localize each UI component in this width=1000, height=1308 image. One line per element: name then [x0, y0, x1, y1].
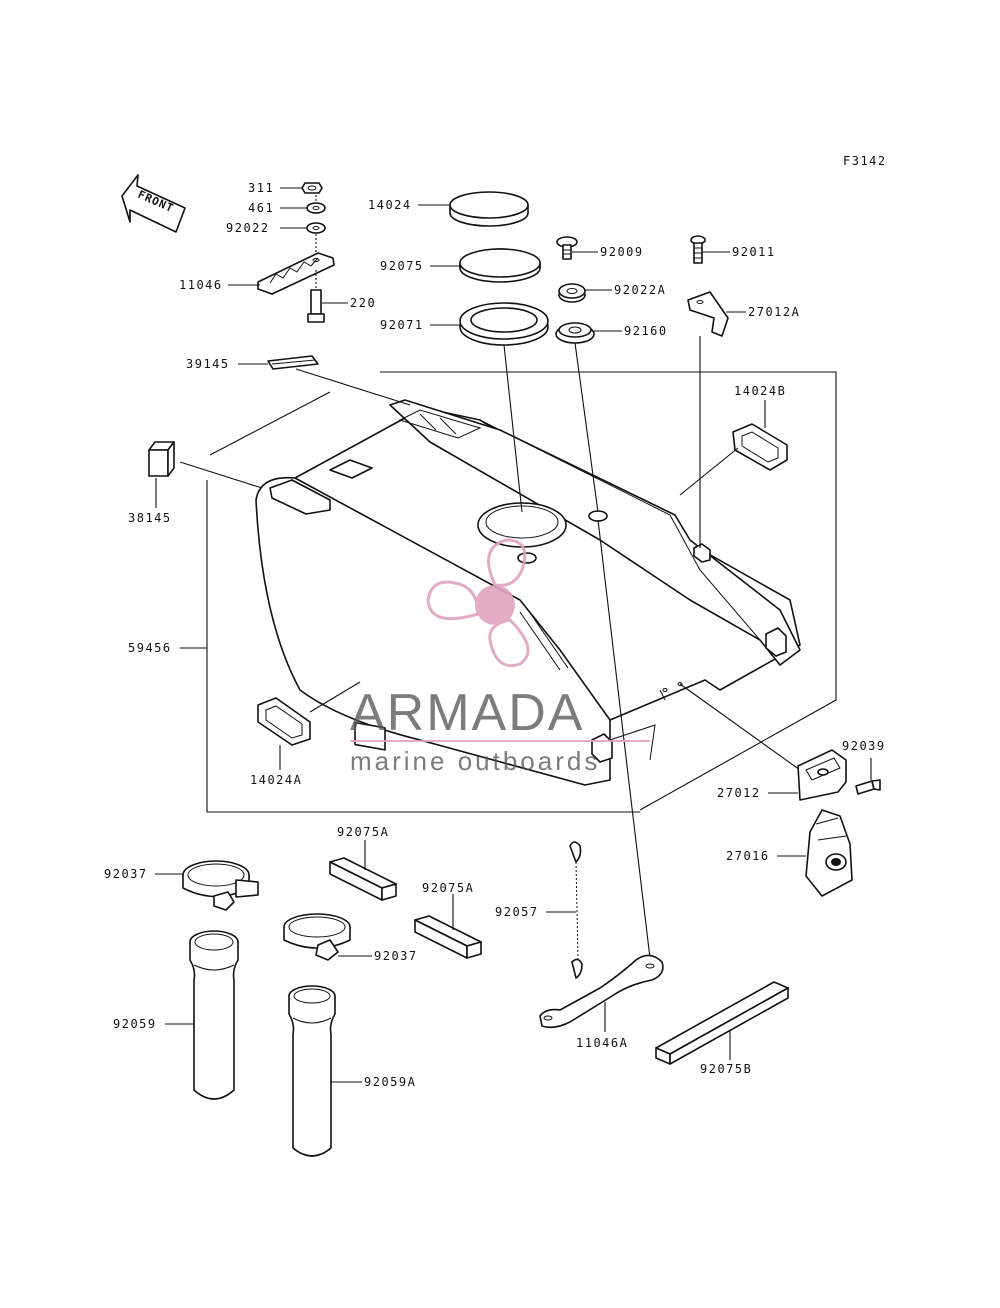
hose-92059 — [189, 930, 239, 1100]
washer-461 — [306, 202, 326, 214]
label-27016: 27016 — [726, 849, 770, 863]
label-92059: 92059 — [113, 1017, 157, 1031]
cap-14024 — [449, 191, 529, 227]
hood-59456 — [206, 371, 837, 813]
watermark: ARMADA marine outboards — [350, 538, 650, 776]
strip-92075A-upper — [329, 857, 397, 901]
bolt-220 — [307, 289, 325, 323]
bracket-11046 — [257, 252, 335, 295]
label-27012: 27012 — [717, 786, 761, 800]
front-arrow-icon: FRONT — [121, 174, 186, 233]
label-92057: 92057 — [495, 905, 539, 919]
label-461: 461 — [248, 201, 274, 215]
label-92037-right: 92037 — [374, 949, 418, 963]
label-92160: 92160 — [624, 324, 668, 338]
label-92059A: 92059A — [364, 1075, 416, 1089]
watermark-brand: ARMADA — [350, 684, 584, 742]
strip-92075B — [655, 981, 789, 1065]
strip-92075A-lower — [414, 915, 482, 959]
label-92039: 92039 — [842, 739, 886, 753]
clip-27012A — [687, 291, 729, 337]
hose-92059A — [288, 985, 336, 1157]
pin-92039 — [855, 758, 881, 795]
figure-code: F3142 — [843, 154, 887, 168]
label-27012A: 27012A — [748, 305, 800, 319]
label-92011: 92011 — [732, 245, 776, 259]
grommet-14024A — [257, 697, 311, 746]
screw-92009 — [556, 236, 578, 260]
label-92075B: 92075B — [700, 1062, 752, 1076]
label-14024B: 14024B — [734, 384, 786, 398]
grommet-14024B — [732, 423, 788, 471]
label-92037-left: 92037 — [104, 867, 148, 881]
label-92071: 92071 — [380, 318, 424, 332]
chain-92057 — [569, 841, 583, 979]
clip-27012 — [797, 749, 847, 801]
label-14024: 14024 — [368, 198, 412, 212]
latch-27016 — [805, 809, 853, 897]
label-92075A-upper: 92075A — [337, 825, 389, 839]
label-39145: 39145 — [186, 357, 230, 371]
label-311: 311 — [248, 181, 274, 195]
grommet-92022A — [558, 283, 586, 303]
label-14024A: 14024A — [250, 773, 302, 787]
label-92009: 92009 — [600, 245, 644, 259]
label-92022: 92022 — [226, 221, 270, 235]
label-92075: 92075 — [380, 259, 424, 273]
clamp-92037-right — [283, 913, 351, 961]
strip-39145 — [267, 355, 319, 370]
ring-92071 — [459, 302, 549, 346]
watermark-tagline: marine outboards — [350, 746, 600, 776]
grommet-92160 — [555, 322, 595, 344]
nut-311 — [301, 182, 323, 194]
label-92022A: 92022A — [614, 283, 666, 297]
label-11046: 11046 — [179, 278, 223, 292]
label-38145: 38145 — [128, 511, 172, 525]
clamp-92037-left — [182, 860, 259, 911]
block-38145 — [148, 441, 175, 477]
gasket-92075 — [459, 248, 541, 283]
washer-92022 — [306, 222, 326, 234]
screw-92011 — [690, 235, 706, 264]
label-59456: 59456 — [128, 641, 172, 655]
label-11046A: 11046A — [576, 1036, 628, 1050]
propeller-logo-icon — [426, 538, 530, 667]
label-220: 220 — [350, 296, 376, 310]
strap-11046A — [539, 954, 664, 1029]
label-92075A-lower: 92075A — [422, 881, 474, 895]
